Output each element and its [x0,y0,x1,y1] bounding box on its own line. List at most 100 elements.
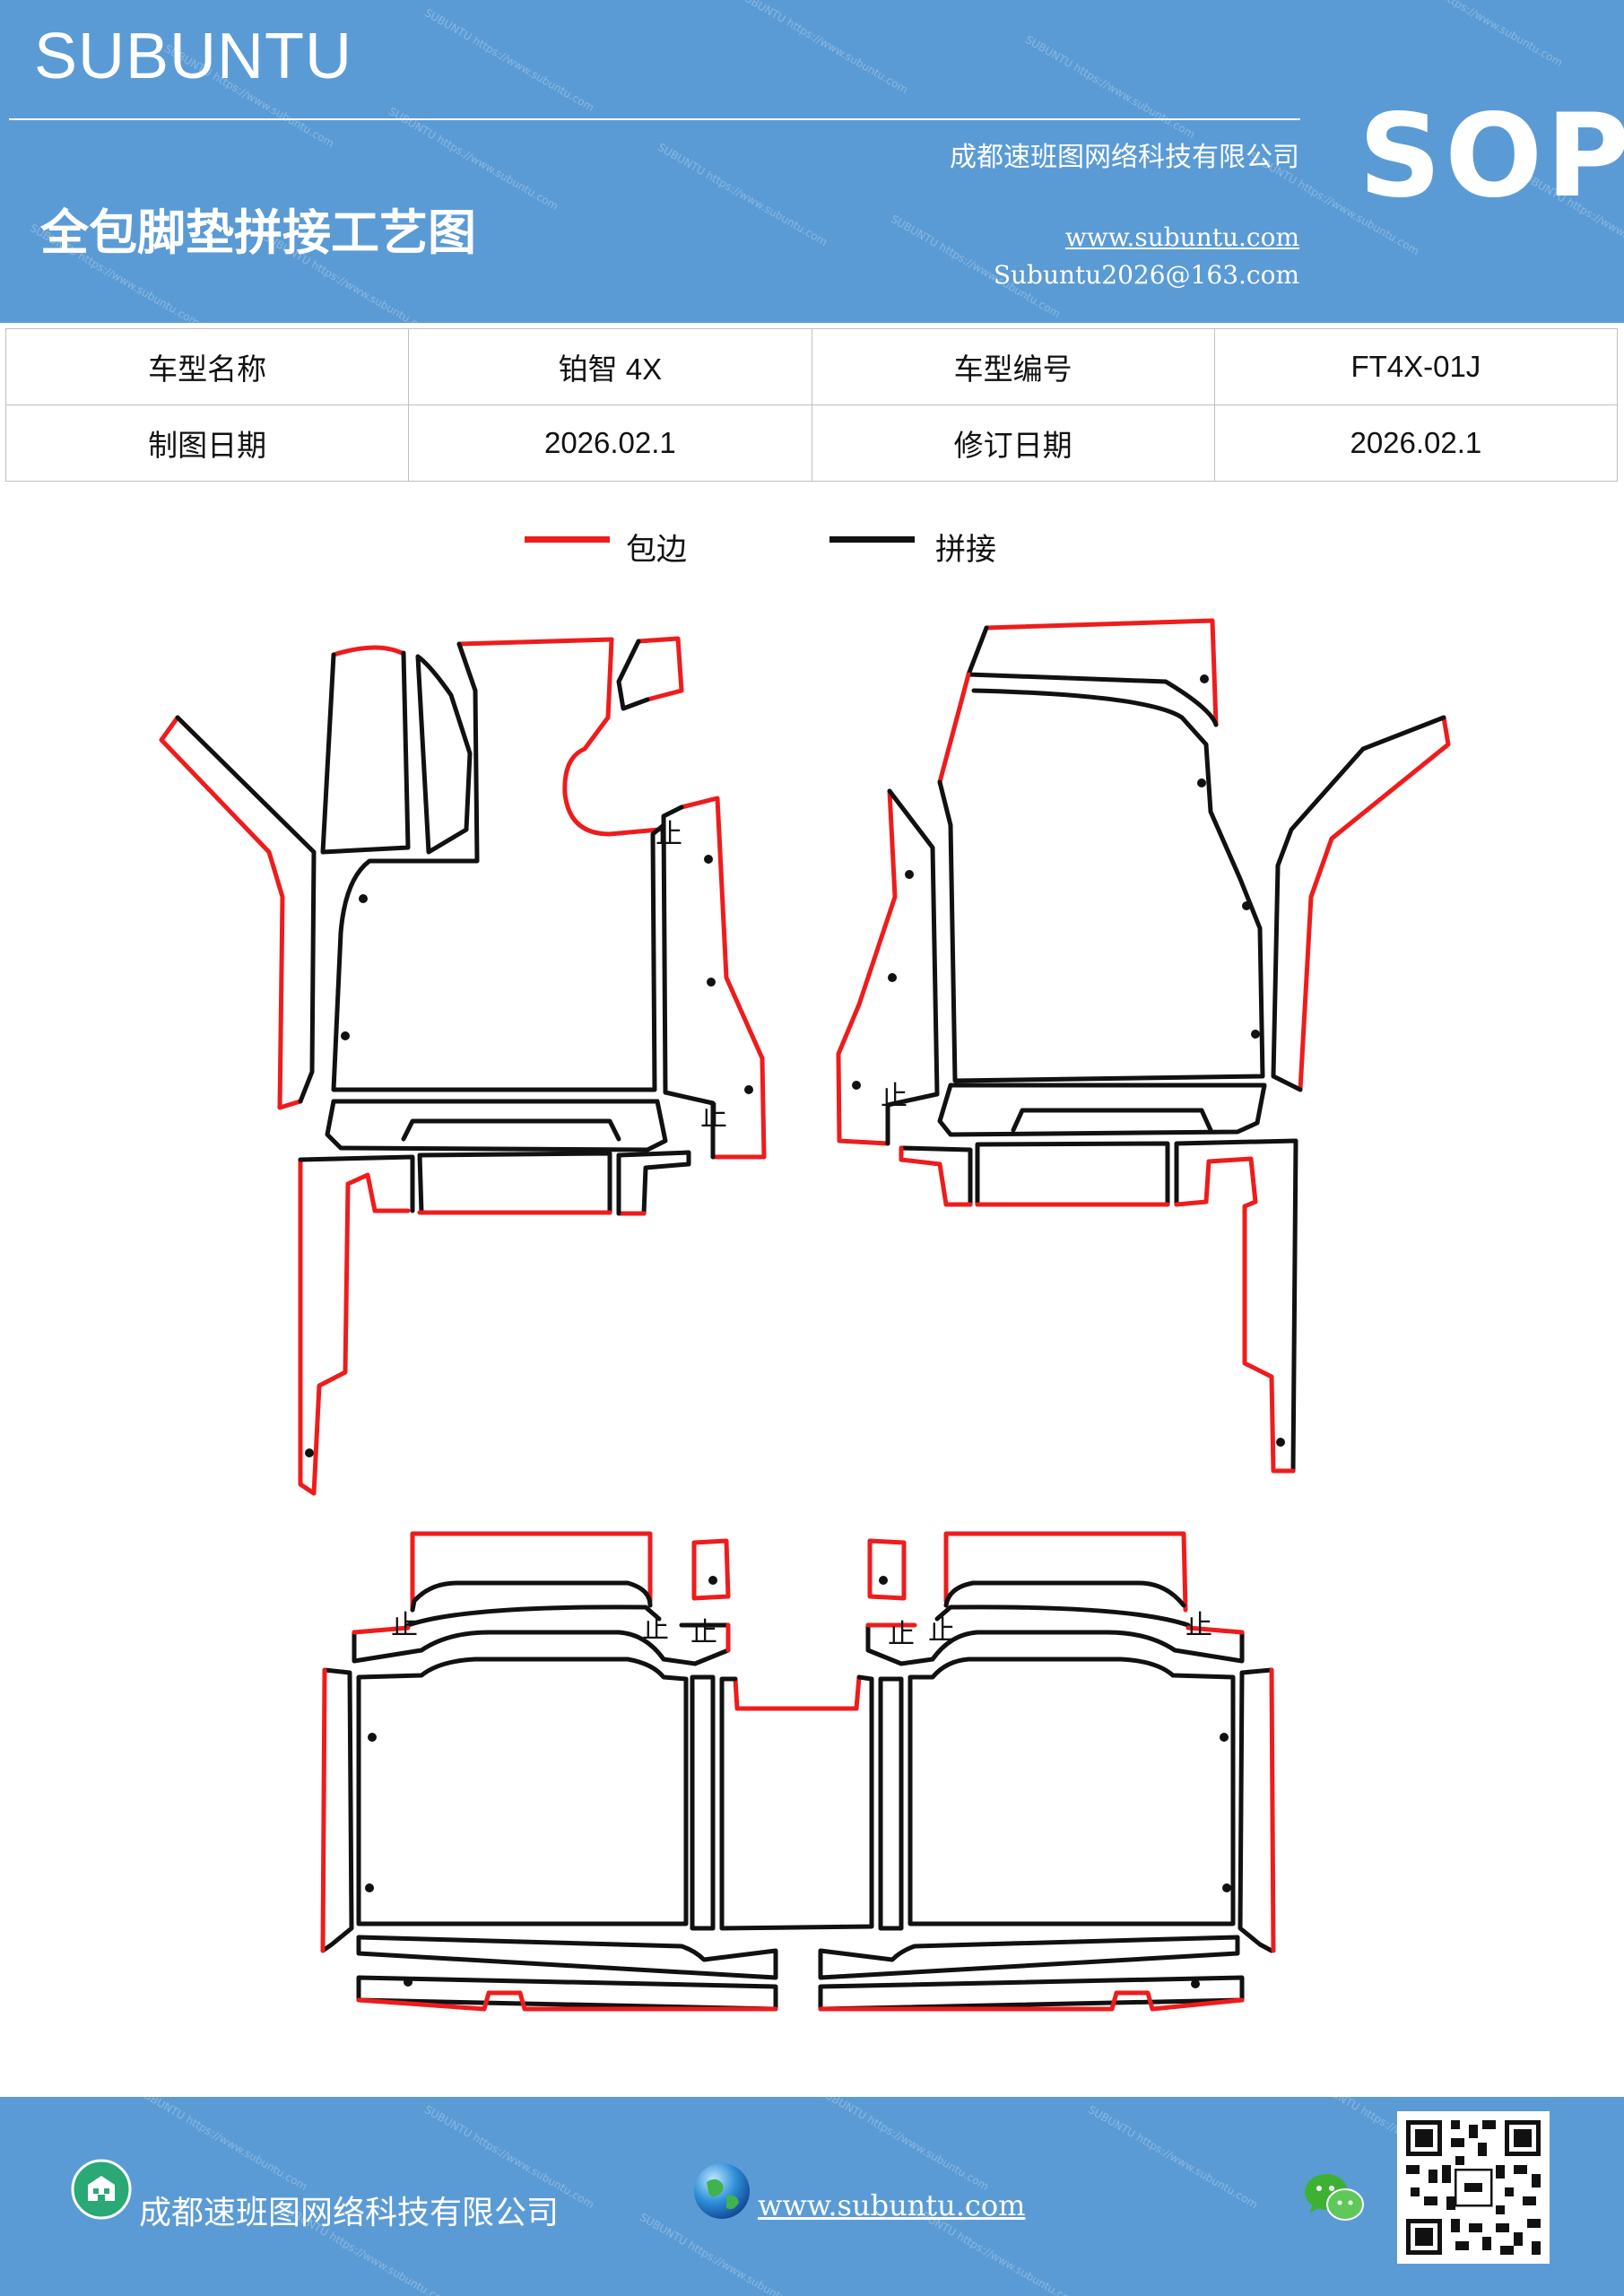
legend-splice-swatch [829,536,915,543]
document-title: 全包脚垫拼接工艺图 [40,204,476,261]
rear-left-top-edge [410,1531,653,1613]
watermark: SUBUNTU https://www.subuntu.com [637,2210,812,2296]
front-right-heel-strip [937,1083,1267,1137]
front-left-side-flap-seam [175,715,317,1104]
model-name-value: 铂智 4X [408,328,812,405]
rear-right-mid-band [865,1622,1245,1666]
company-name: 成都速班图网络科技有限公司 [950,142,1299,173]
stop-mark: 止 [1185,1610,1212,1641]
front-left-pedal-panel-inner [415,654,473,855]
front-left-top-edge [456,637,614,647]
email-address: Subuntu2026@163.com [993,260,1299,290]
front-right-mat [836,618,1451,1474]
stop-mark: 止 [928,1615,955,1647]
front-right-heel-strip-inner [1011,1108,1213,1133]
rear-left-mid-band [352,1622,731,1666]
front-right-top-edge [984,618,1219,727]
front-right-main-seam [937,688,1265,1083]
model-name-label: 车型名称 [4,328,410,405]
header-divider [9,118,1300,120]
rear-right-top-seam [943,1580,1186,1608]
draw-date-label: 制图日期 [4,404,410,482]
front-left-tunnel-seam [616,639,650,711]
website-link[interactable]: www.subuntu.com [1064,222,1299,252]
front-left-tunnel-wall-seam [661,804,716,1160]
wechat-icon [1305,2174,1364,2221]
legend-edge-label: 包边 [626,532,687,568]
stop-mark: 止 [881,1081,908,1112]
header-banner: SUBUNTU https://www.subuntu.com SUBUNTU … [0,0,1624,323]
front-right-side-flap [1298,715,1451,1092]
rear-right-side-edge [1269,1667,1276,1953]
model-code-label: 车型编号 [811,328,1215,405]
rear-right-top-edge [943,1531,1188,1613]
front-right-lower-left-edge [899,1145,973,1207]
front-right-lower-center [975,1141,1170,1207]
rear-left-side-edge [320,1667,327,1953]
stop-mark: 止 [642,1613,669,1645]
stop-mark: 止 [656,819,682,850]
rear-left-mid-band-edge [352,1622,731,1653]
front-right-fixing-points [852,674,1285,1447]
front-right-tunnel-wall-seam [885,788,940,1146]
rear-right-side [1238,1667,1274,1953]
watermark: SUBUNTU https://www.subuntu.com [816,2097,991,2194]
model-code-value: FT4X-01J [1213,328,1619,405]
front-left-pedal-panel [320,650,411,855]
vehicle-info-table: 车型名称 铂智 4X 车型编号 FT4X-01J 制图日期 2026.02.1 … [4,328,1619,482]
footer-website-link[interactable]: www.subuntu.com [758,2188,1026,2222]
watermark: SUBUNTU https://www.subuntu.com [1022,32,1197,142]
front-left-side-flap [159,715,303,1110]
globe-icon [694,2163,750,2219]
front-left-lower-outer [298,1157,411,1496]
watermark: SUBUNTU https://www.subuntu.com [135,2097,309,2194]
rear-right-mid-band-edge [865,1622,1245,1635]
front-left-lower-center [417,1151,612,1215]
front-right-side-edge [937,672,971,785]
footer-banner: SUBUNTU https://www.subuntu.com SUBUNTU … [0,2097,1624,2296]
front-left-mat [159,636,767,1496]
rear-right-seat-panel [908,1657,1236,1926]
building-icon [71,2159,132,2220]
front-left-tunnel-notch [562,637,662,837]
rear-left-top-stub [691,1538,731,1601]
rear-right-bottom-edge [818,1990,1245,2012]
front-left-main-seam [331,641,666,1092]
stop-mark: 止 [700,1101,727,1133]
draw-date-value: 2026.02.1 [408,404,812,482]
revise-date-value: 2026.02.1 [1213,404,1619,482]
legend-edge-swatch [525,536,610,543]
rear-right-bottom-strip-1 [818,1935,1240,1980]
rear-left-bottom-strip-1 [356,1935,778,1980]
front-right-side-flap-seam [1271,715,1446,1092]
rear-right-top-stub [867,1538,907,1601]
front-left-lower-seam [298,1154,415,1213]
stop-mark: 止 [888,1619,915,1650]
rear-left-divider [690,1674,716,1931]
rear-center-panel [719,1674,874,1931]
rear-center-divider [878,1676,904,1931]
qr-code[interactable] [1397,2111,1550,2264]
rear-left-top-band [405,1605,662,1628]
watermark: SUBUNTU https://www.subuntu.com [655,140,829,249]
rear-left-top-seam [410,1580,653,1613]
stop-mark: 止 [690,1617,717,1648]
brand-name: SUBUNTU [34,21,353,92]
rear-left-seat-panel [356,1657,689,1926]
revise-date-label: 修订日期 [811,404,1215,482]
watermark: SUBUNTU https://www.subuntu.com [735,0,910,97]
front-left-fixing-points [305,855,753,1457]
sop-badge: SOP [1359,90,1624,223]
front-right-top-panel [966,625,1219,727]
rear-left-bottom-edge [356,1990,778,2012]
front-left-tunnel-top [636,636,684,702]
rear-right-top-band [934,1605,1191,1628]
footer-company-name: 成都速班图网络科技有限公司 [139,2195,560,2231]
front-right-lower-outer [1174,1156,1296,1474]
watermark: SUBUNTU https://www.subuntu.com [1085,2102,1260,2212]
watermark: SUBUNTU https://www.subuntu.com [421,5,596,115]
rear-center-top-edge [733,1674,862,1711]
stop-mark: 止 [391,1610,418,1641]
table-row: 制图日期 2026.02.1 修订日期 2026.02.1 [4,404,1619,482]
front-left-lower-right [616,1150,691,1216]
